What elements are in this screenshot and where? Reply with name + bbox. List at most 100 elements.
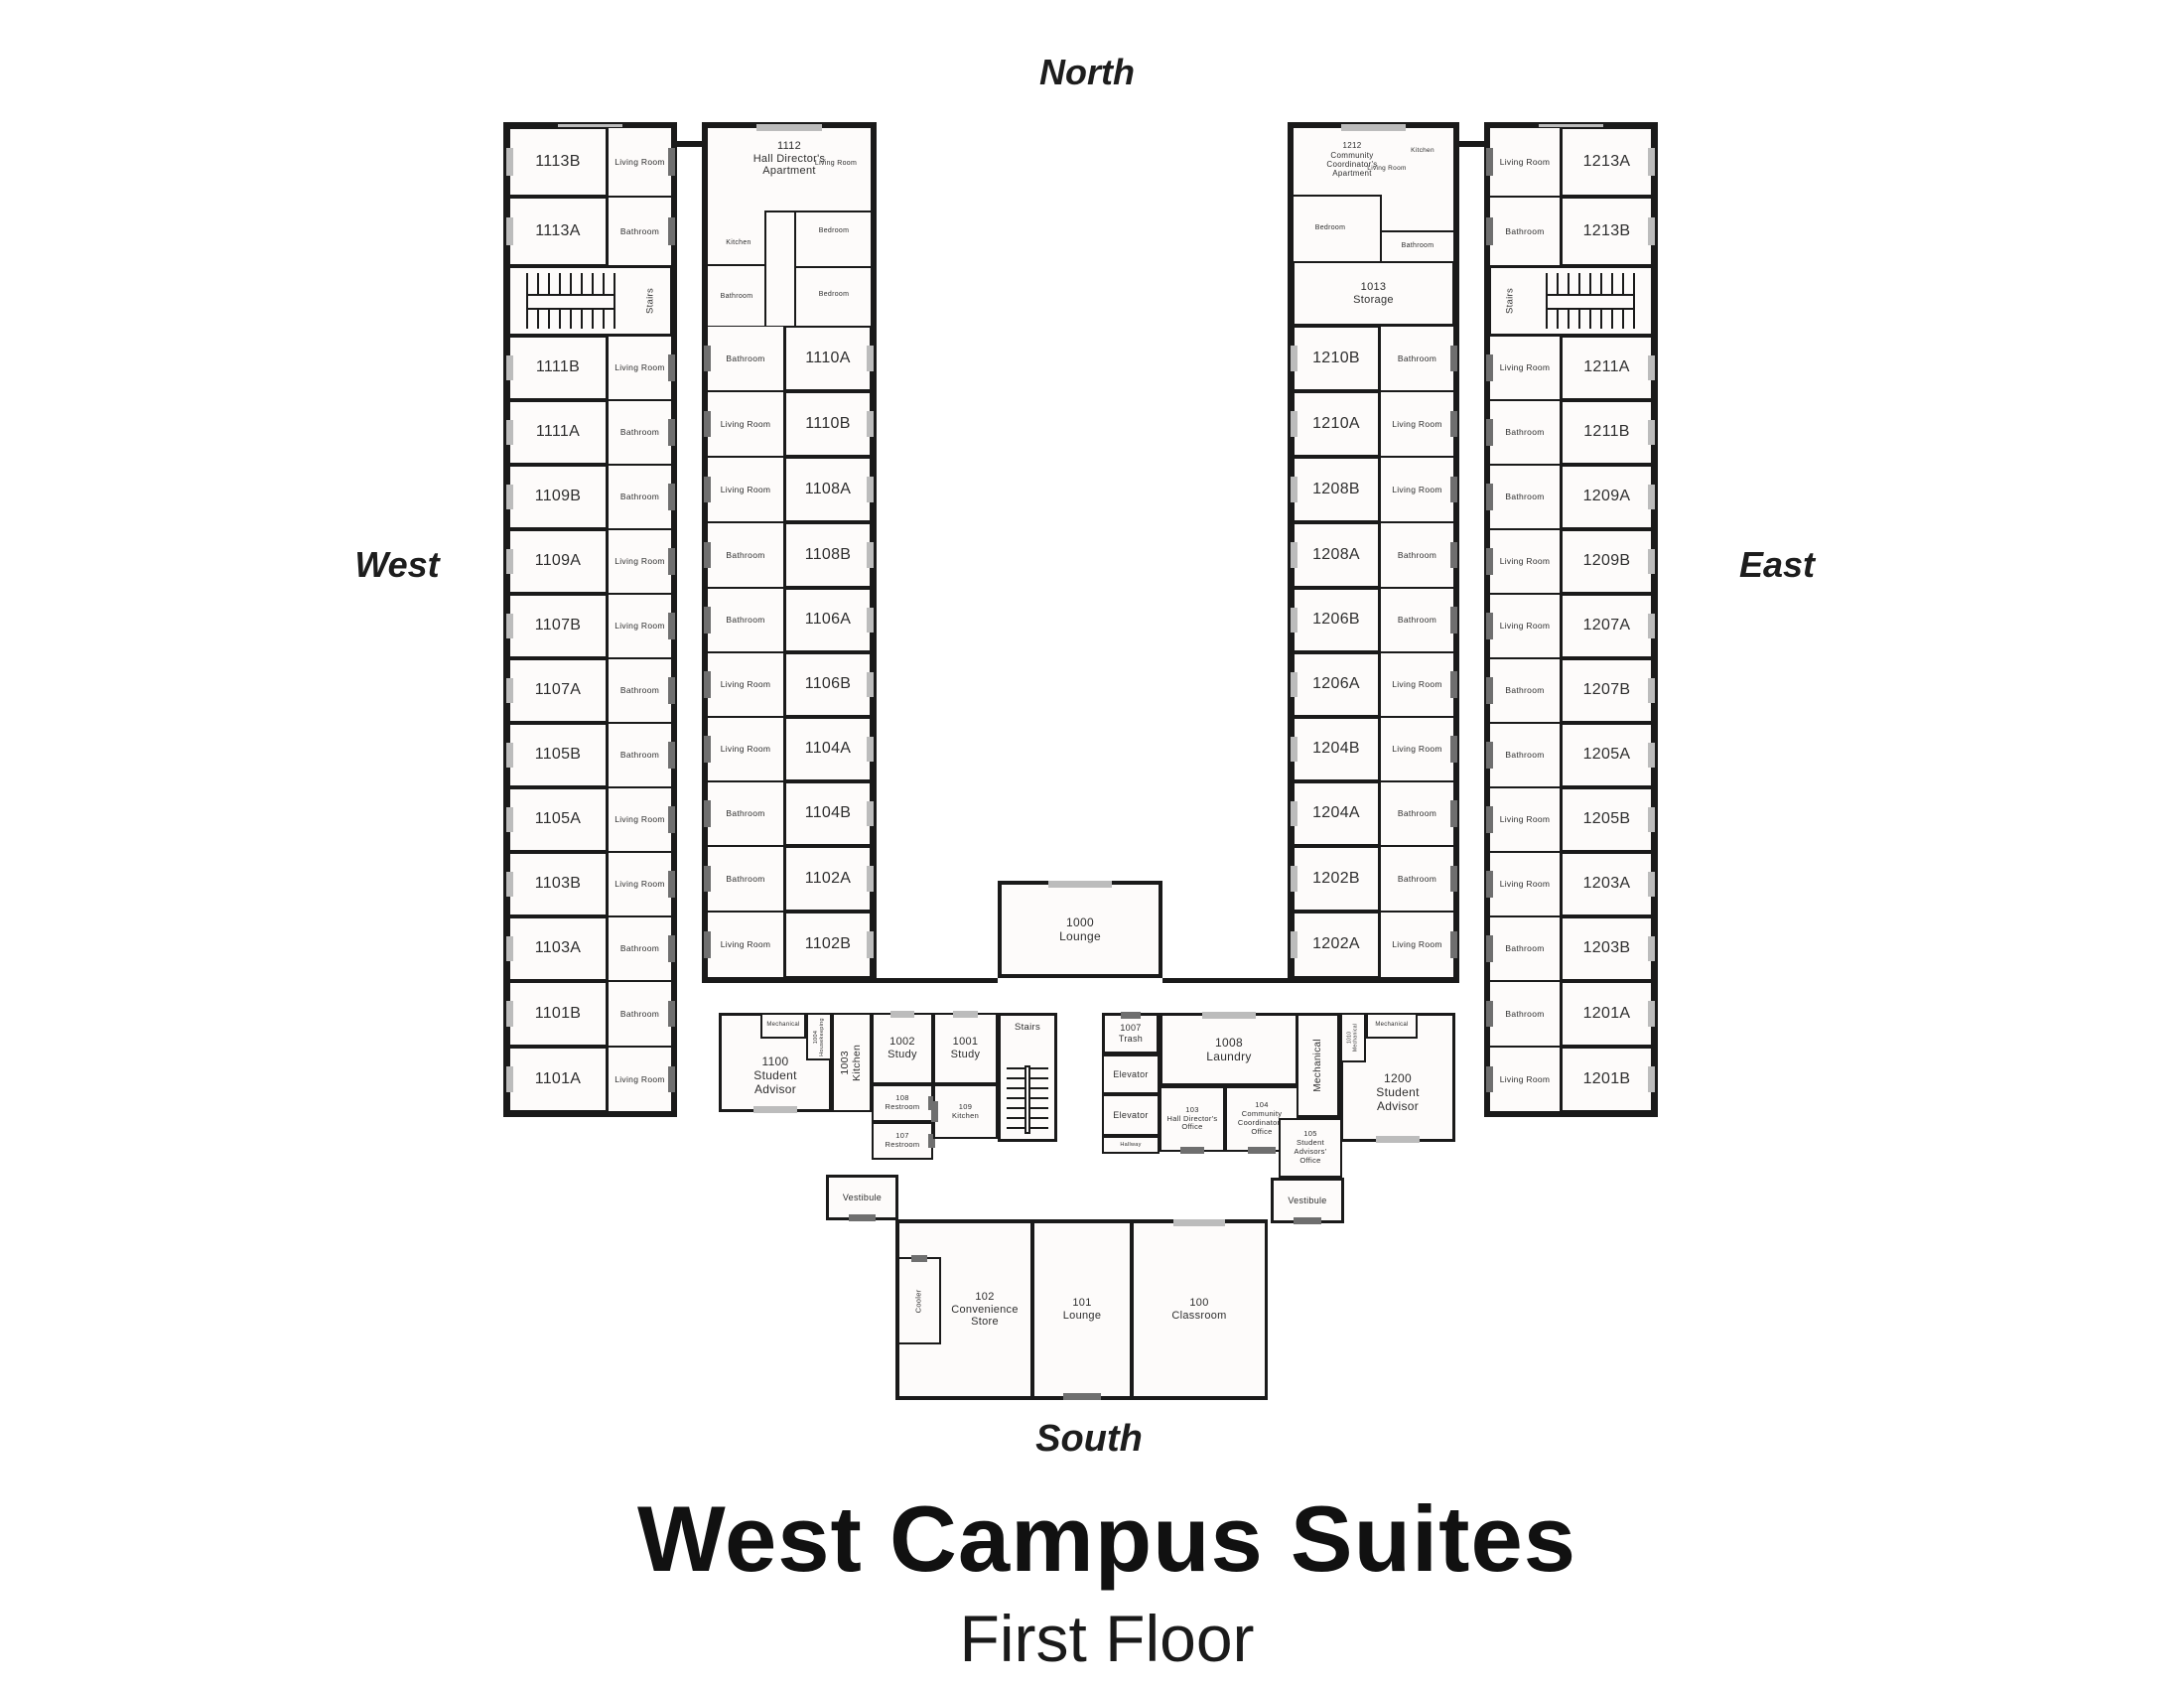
suite-1209-bathroom-label: Bathroom bbox=[1505, 492, 1545, 502]
room-1013: 1013 Storage bbox=[1293, 261, 1454, 326]
room-1113b: 1113B bbox=[506, 127, 608, 197]
suite-1209-living-room: Living Room bbox=[1486, 529, 1561, 594]
suite-1106-living-room: Living Room bbox=[704, 652, 784, 717]
room-101-lounge: 101 Lounge bbox=[1032, 1221, 1132, 1400]
room-1100-student-advisor-label: 1100 Student Advisor bbox=[753, 1054, 797, 1097]
door-marker bbox=[668, 806, 675, 833]
room-1003-kitchen-label: 1003 Kitchen bbox=[839, 1044, 864, 1081]
room-107-restroom-label: 107 Restroom bbox=[885, 1131, 920, 1149]
room-1210a-label: 1210A bbox=[1312, 414, 1360, 432]
room-1111b-label: 1111B bbox=[535, 358, 581, 376]
suite-1205-living-room-label: Living Room bbox=[1499, 814, 1551, 825]
suite-1203-living-room: Living Room bbox=[1486, 852, 1561, 916]
window-marker bbox=[867, 410, 874, 437]
window-marker bbox=[867, 931, 874, 958]
suite-1208-bathroom-label: Bathroom bbox=[1397, 549, 1437, 560]
room-1102b-label: 1102B bbox=[804, 935, 852, 953]
west-stairs-label: Stairs bbox=[644, 287, 656, 315]
room-1103a-label: 1103A bbox=[534, 939, 582, 957]
suite-1104-living-room-label: Living Room bbox=[720, 744, 771, 755]
east-vestibule: Vestibule bbox=[1271, 1178, 1344, 1224]
door-marker bbox=[704, 476, 711, 503]
room-109-kitchen: 109 Kitchen bbox=[931, 1084, 998, 1139]
room-1001-study-label: 1001 Study bbox=[950, 1036, 981, 1060]
room-1109a: 1109A bbox=[506, 529, 608, 594]
suite-1213-bathroom: Bathroom bbox=[1486, 197, 1561, 266]
window-marker bbox=[506, 613, 513, 639]
door-marker bbox=[668, 484, 675, 510]
room-1103b-label: 1103B bbox=[534, 875, 582, 893]
room-1109b-label: 1109B bbox=[534, 488, 582, 505]
suite-1211-living-room-label: Living Room bbox=[1499, 362, 1551, 373]
suite-1101-bathroom: Bathroom bbox=[608, 981, 675, 1047]
window-marker bbox=[506, 1065, 513, 1092]
window-marker bbox=[1648, 148, 1655, 176]
room-1201a-label: 1201A bbox=[1582, 1004, 1631, 1022]
elevator-2-label: Elevator bbox=[1113, 1109, 1149, 1120]
room-1101a: 1101A bbox=[506, 1047, 608, 1112]
room-1112-living-room-label-label: Living Room bbox=[814, 159, 858, 167]
door-marker bbox=[704, 865, 711, 893]
center-stairs: Stairs bbox=[998, 1013, 1057, 1142]
door-marker bbox=[931, 1100, 938, 1123]
room-1212-kitchen-label: Kitchen bbox=[1398, 145, 1447, 157]
room-1000-lounge-label: 1000 Lounge bbox=[1059, 914, 1101, 943]
room-1109a-label: 1109A bbox=[534, 552, 582, 570]
room-1112-bathroom-label-label: Bathroom bbox=[720, 292, 753, 300]
door-marker bbox=[704, 800, 711, 827]
suite-1109-living-room: Living Room bbox=[608, 529, 675, 594]
partition bbox=[1293, 195, 1382, 197]
window-marker bbox=[1648, 354, 1655, 381]
suite-1207-bathroom: Bathroom bbox=[1486, 658, 1561, 723]
room-1210b-label: 1210B bbox=[1312, 349, 1360, 366]
door-marker bbox=[1450, 410, 1457, 438]
room-1112-kitchen-label: Kitchen bbox=[709, 236, 768, 250]
room-1112-bedroom2-label: Bedroom bbox=[802, 288, 866, 302]
room-1207b: 1207B bbox=[1561, 658, 1655, 723]
room-1209b: 1209B bbox=[1561, 529, 1655, 594]
stair-landing bbox=[1024, 1064, 1031, 1135]
room-cooler: Cooler bbox=[897, 1255, 941, 1344]
room-1212-title: 1212 Community Coordinator's Apartment bbox=[1297, 133, 1408, 187]
door-marker bbox=[668, 354, 675, 381]
window-marker bbox=[867, 345, 874, 371]
suite-1202-bathroom-label: Bathroom bbox=[1397, 873, 1437, 884]
window-marker bbox=[1648, 548, 1655, 575]
door-marker bbox=[1450, 541, 1457, 569]
partition bbox=[1382, 230, 1454, 232]
suite-1107-living-room-label: Living Room bbox=[614, 621, 665, 632]
suite-1102-living-room: Living Room bbox=[704, 912, 784, 978]
suite-1111-living-room: Living Room bbox=[608, 336, 675, 400]
room-101-lounge-label: 101 Lounge bbox=[1062, 1297, 1102, 1322]
suite-1209-living-room-label: Living Room bbox=[1499, 556, 1551, 567]
suite-1208-bathroom: Bathroom bbox=[1380, 522, 1457, 588]
suite-1206-living-room: Living Room bbox=[1380, 652, 1457, 717]
room-1208a: 1208A bbox=[1291, 522, 1380, 588]
room-1209a: 1209A bbox=[1561, 465, 1655, 529]
suite-1203-bathroom: Bathroom bbox=[1486, 916, 1561, 981]
window-marker bbox=[867, 476, 874, 502]
room-104-community-coordinators-office-label: 104 Community Coordinator's Office bbox=[1237, 1100, 1287, 1136]
suite-1202-living-room-label: Living Room bbox=[1392, 939, 1442, 950]
suite-1105-living-room: Living Room bbox=[608, 787, 675, 852]
stair-landing bbox=[526, 293, 616, 310]
door-marker bbox=[1486, 742, 1493, 769]
suite-1201-bathroom-label: Bathroom bbox=[1505, 1008, 1545, 1019]
suite-1213-living-room: Living Room bbox=[1486, 127, 1561, 197]
suite-1109-bathroom-label: Bathroom bbox=[619, 492, 660, 502]
window-marker bbox=[1291, 541, 1297, 568]
room-1113b-label: 1113B bbox=[535, 152, 581, 170]
room-1203b-label: 1203B bbox=[1582, 939, 1631, 957]
window-marker bbox=[506, 677, 513, 704]
suite-1208-living-room: Living Room bbox=[1380, 457, 1457, 522]
door-marker bbox=[1486, 216, 1493, 246]
window-marker bbox=[953, 1011, 978, 1018]
suite-1113-bathroom: Bathroom bbox=[608, 197, 675, 266]
door-marker bbox=[668, 419, 675, 446]
room-1202a-label: 1202A bbox=[1312, 935, 1360, 953]
suite-1205-living-room: Living Room bbox=[1486, 787, 1561, 852]
door-marker bbox=[1486, 806, 1493, 833]
suite-1111-living-room-label: Living Room bbox=[614, 362, 665, 373]
suite-1103-bathroom-label: Bathroom bbox=[619, 943, 660, 954]
window-marker bbox=[1376, 1136, 1420, 1143]
